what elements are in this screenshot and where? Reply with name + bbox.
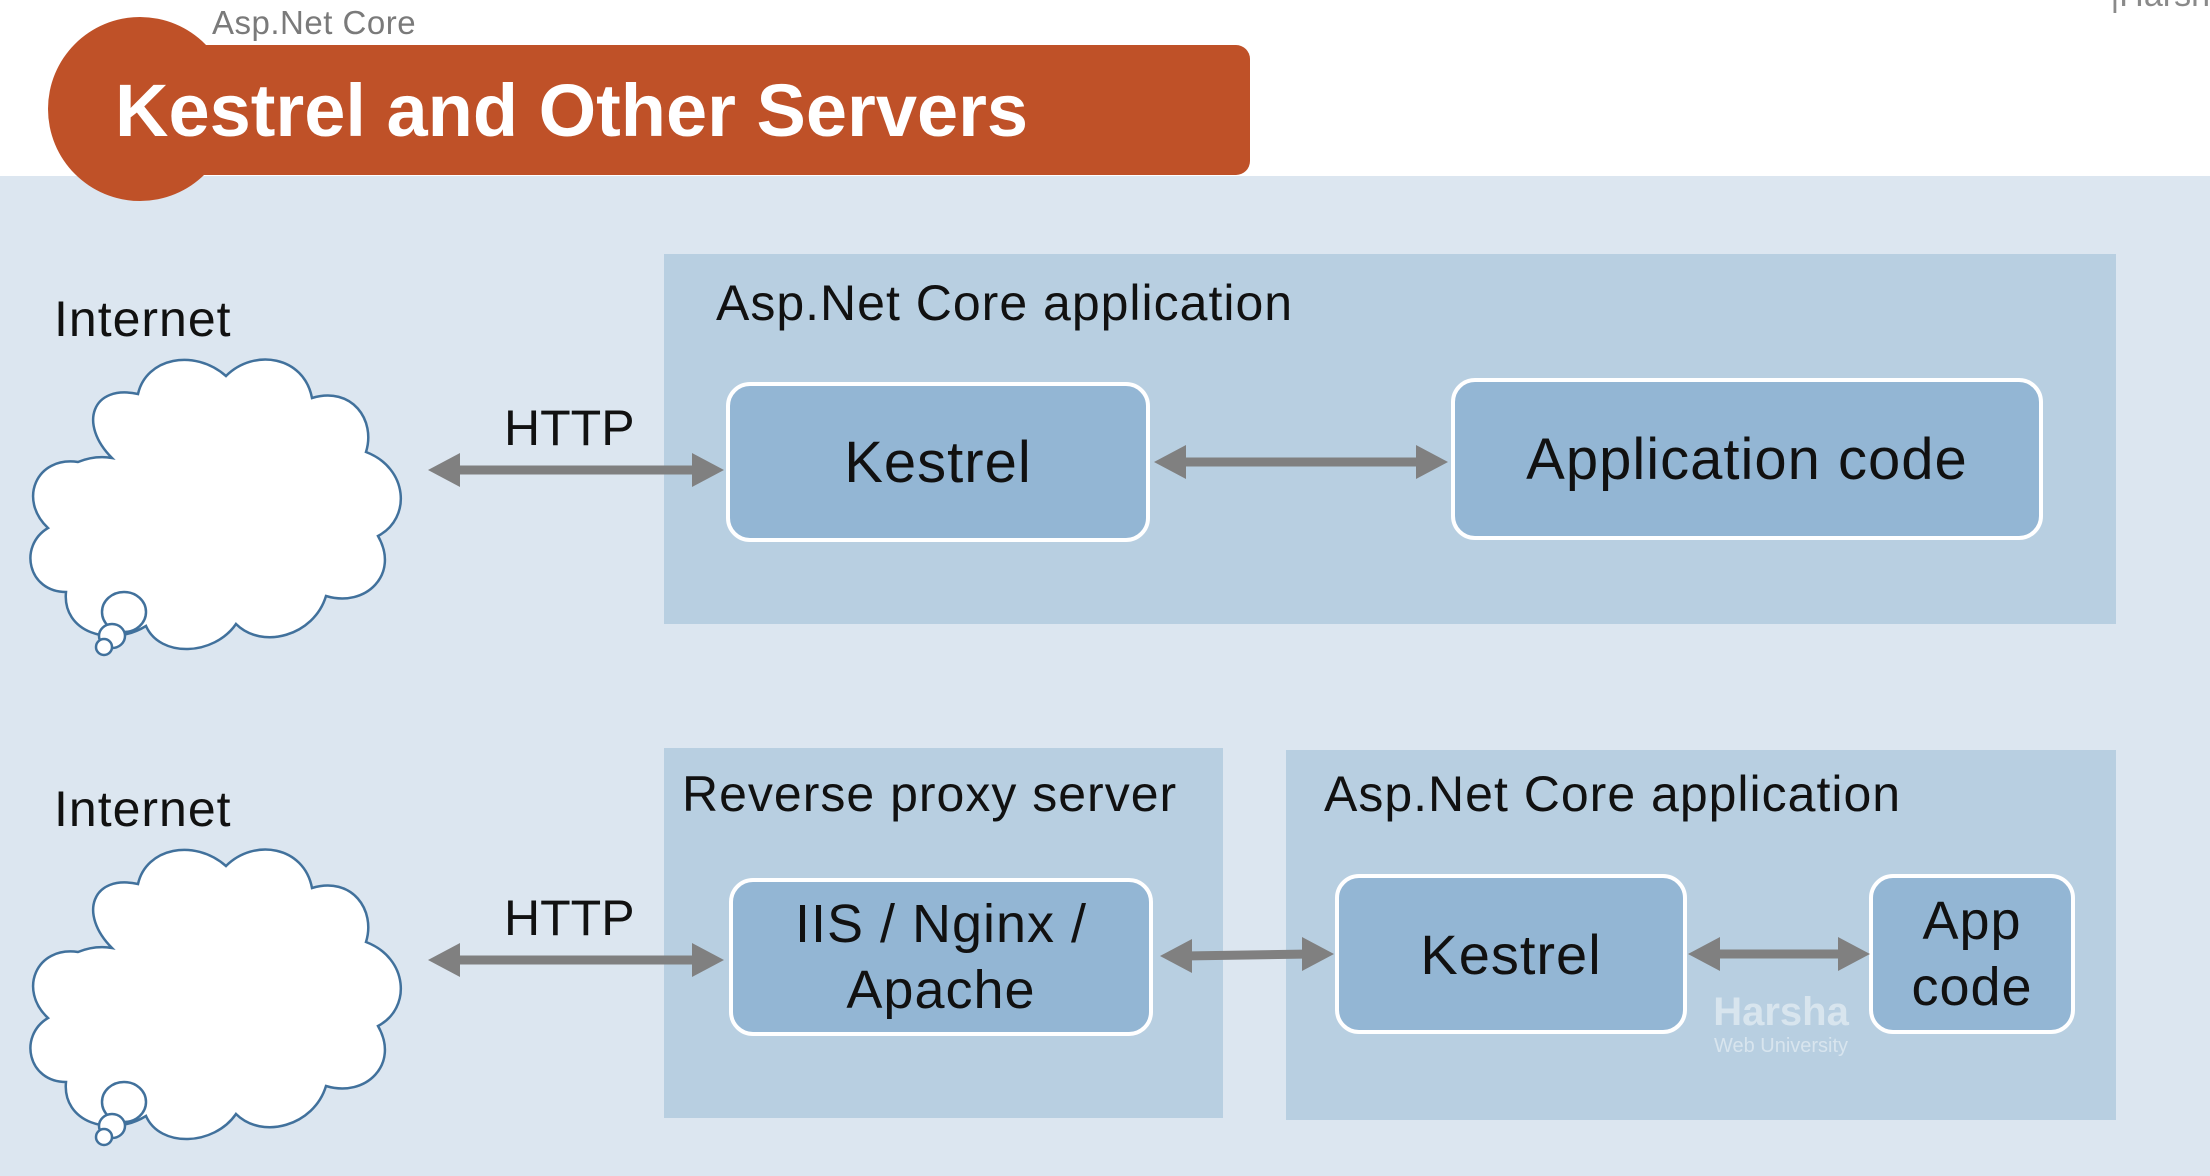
application-code-node: Application code [1451,378,2043,540]
proxy-kestrel-arrow [1160,937,1334,973]
watermark-logo: Harsha Web University [1676,990,1886,1066]
http-arrow-2 [428,943,724,977]
watermark-subtitle: Web University [1713,1035,1849,1057]
watermark-name: Harsha [1713,990,1849,1034]
http-label-1: HTTP [504,400,635,456]
internet-cloud-1-icon [29,358,403,657]
corner-text: |Harsh [2110,0,2210,15]
page-title: Kestrel and Other Servers [115,69,1029,152]
http-label-2: HTTP [504,890,635,946]
aspnet-app-panel-1-label: Asp.Net Core application [716,275,1294,331]
internet-label-2: Internet [54,781,232,837]
proxy-server-node: IIS / Nginx / Apache [729,878,1153,1036]
aspnet-app-panel-2-label: Asp.Net Core application [1324,766,1902,822]
reverse-proxy-panel-label: Reverse proxy server [682,766,1178,822]
header-subtitle: Asp.Net Core [212,4,417,41]
internet-cloud-2-icon [29,848,403,1147]
http-arrow-1 [428,453,724,487]
internet-label-1: Internet [54,291,232,347]
kestrel-app-arrow [1154,445,1448,479]
app-code-node: App code [1869,874,2075,1034]
kestrel-appcode-arrow [1688,937,1870,971]
kestrel-node-2: Kestrel [1335,874,1687,1034]
kestrel-node-1: Kestrel [726,382,1150,542]
header-banner [110,45,1250,175]
